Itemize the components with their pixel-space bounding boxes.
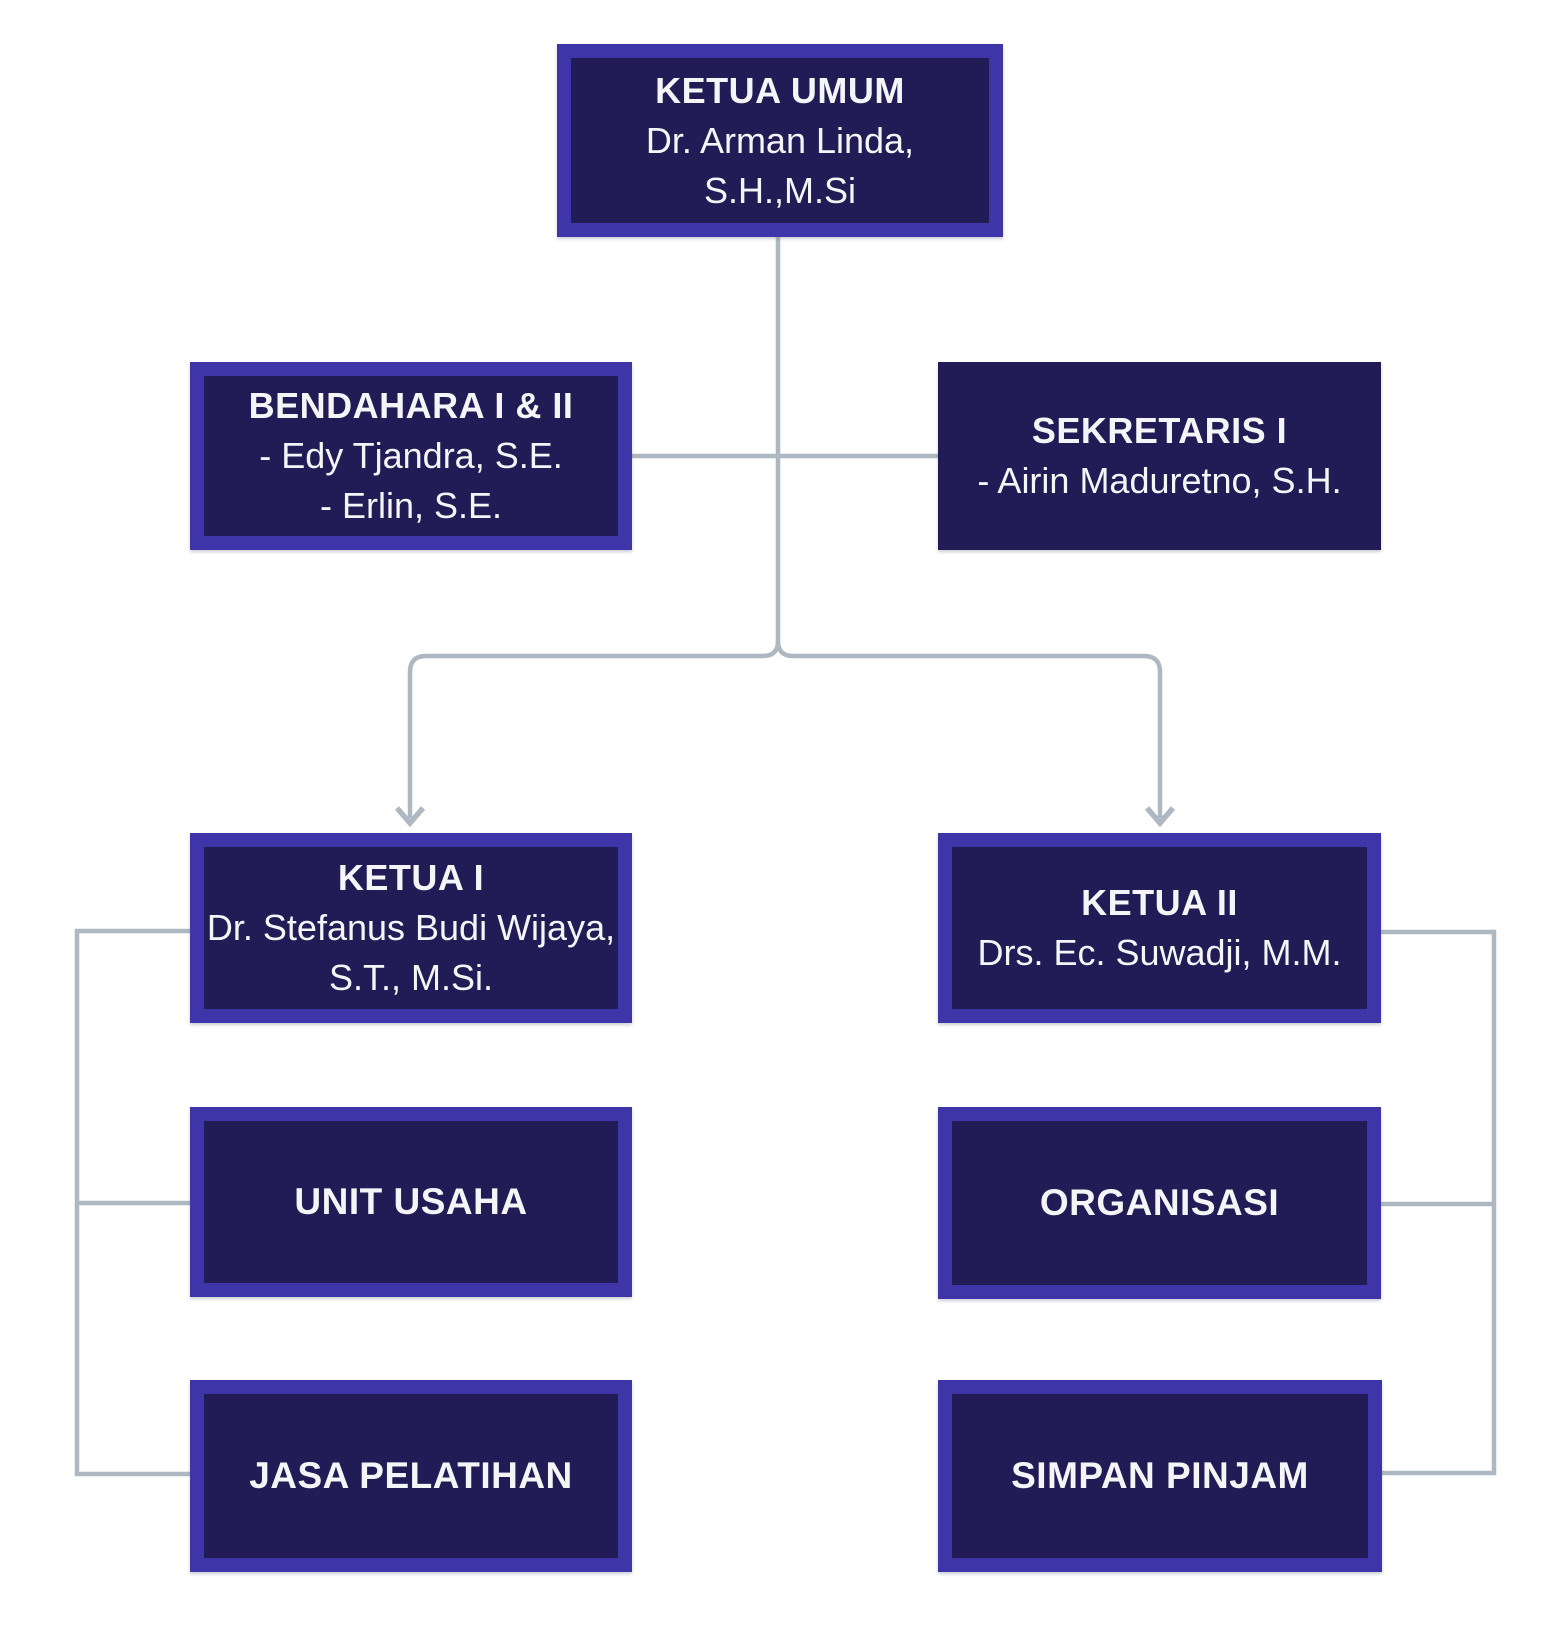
arrow-down-icon (394, 806, 426, 828)
node-line: Dr. Stefanus Budi Wijaya, (206, 907, 616, 948)
node-ketua-2: KETUA II Drs. Ec. Suwadji, M.M. (938, 833, 1381, 1023)
node-sekretaris: SEKRETARIS I - Airin Maduretno, S.H. (938, 362, 1381, 550)
arrow-down-icon (1144, 806, 1176, 828)
node-title: JASA PELATIHAN (249, 1455, 573, 1496)
node-title: UNIT USAHA (294, 1181, 528, 1222)
node-organisasi: ORGANISASI (938, 1107, 1381, 1299)
node-simpan-pinjam: SIMPAN PINJAM (938, 1380, 1382, 1572)
node-jasa-pelatihan: JASA PELATIHAN (190, 1380, 632, 1572)
node-title: KETUA I (337, 857, 485, 898)
node-line: Dr. Arman Linda, (645, 119, 915, 161)
node-title: KETUA UMUM (655, 69, 905, 111)
node-title: SIMPAN PINJAM (1011, 1455, 1309, 1496)
connector-left-branch (407, 640, 781, 818)
connector-right-branch (775, 640, 1163, 818)
node-line: S.T., M.Si. (328, 957, 494, 998)
node-title: ORGANISASI (1039, 1182, 1280, 1223)
node-bendahara: BENDAHARA I & II - Edy Tjandra, S.E. - E… (190, 362, 632, 550)
node-ketua-umum: KETUA UMUM Dr. Arman Linda, S.H.,M.Si (557, 44, 1003, 237)
node-ketua-1: KETUA I Dr. Stefanus Budi Wijaya, S.T., … (190, 833, 632, 1023)
node-line: S.H.,M.Si (703, 169, 856, 211)
node-title: BENDAHARA I & II (248, 385, 574, 426)
node-title: SEKRETARIS I (1031, 410, 1288, 451)
node-line: - Airin Maduretno, S.H. (977, 460, 1342, 501)
node-title: KETUA II (1081, 882, 1238, 923)
node-unit-usaha: UNIT USAHA (190, 1107, 632, 1297)
node-line: Drs. Ec. Suwadji, M.M. (977, 932, 1342, 973)
node-line: - Edy Tjandra, S.E. (259, 435, 563, 476)
node-line: - Erlin, S.E. (319, 485, 503, 526)
